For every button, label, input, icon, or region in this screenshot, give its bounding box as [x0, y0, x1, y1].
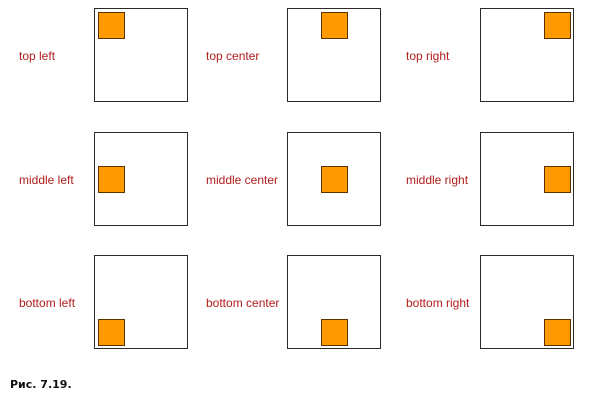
container-box	[94, 8, 188, 102]
cell-middle-center: middle center	[206, 132, 401, 232]
aligned-square	[544, 166, 571, 193]
cell-bottom-right: bottom right	[406, 255, 590, 355]
cell-bottom-left: bottom left	[19, 255, 214, 355]
cell-label: bottom left	[19, 296, 76, 310]
cell-label: middle center	[206, 173, 279, 187]
cell-label: middle left	[19, 173, 74, 187]
cell-middle-right: middle right	[406, 132, 590, 232]
aligned-square	[321, 12, 348, 39]
figure-caption: Рис. 7.19.	[10, 378, 72, 391]
cell-label: middle right	[406, 173, 469, 187]
cell-bottom-center: bottom center	[206, 255, 401, 355]
aligned-square	[321, 319, 348, 346]
aligned-square	[544, 319, 571, 346]
container-box	[94, 255, 188, 349]
aligned-square	[98, 166, 125, 193]
container-box	[287, 255, 381, 349]
container-box	[287, 8, 381, 102]
aligned-square	[98, 12, 125, 39]
container-box	[480, 8, 574, 102]
alignment-grid: top left top center top right middle lef…	[19, 8, 590, 355]
cell-label: top right	[406, 49, 450, 63]
aligned-square	[98, 319, 125, 346]
cell-middle-left: middle left	[19, 132, 214, 232]
container-box	[287, 132, 381, 226]
container-box	[480, 255, 574, 349]
cell-top-center: top center	[206, 8, 401, 108]
cell-top-left: top left	[19, 8, 214, 108]
container-box	[480, 132, 574, 226]
cell-label: top left	[19, 49, 56, 63]
cell-label: top center	[206, 49, 260, 63]
container-box	[94, 132, 188, 226]
aligned-square	[321, 166, 348, 193]
cell-top-right: top right	[406, 8, 590, 108]
aligned-square	[544, 12, 571, 39]
cell-label: bottom right	[406, 296, 470, 310]
cell-label: bottom center	[206, 296, 280, 310]
